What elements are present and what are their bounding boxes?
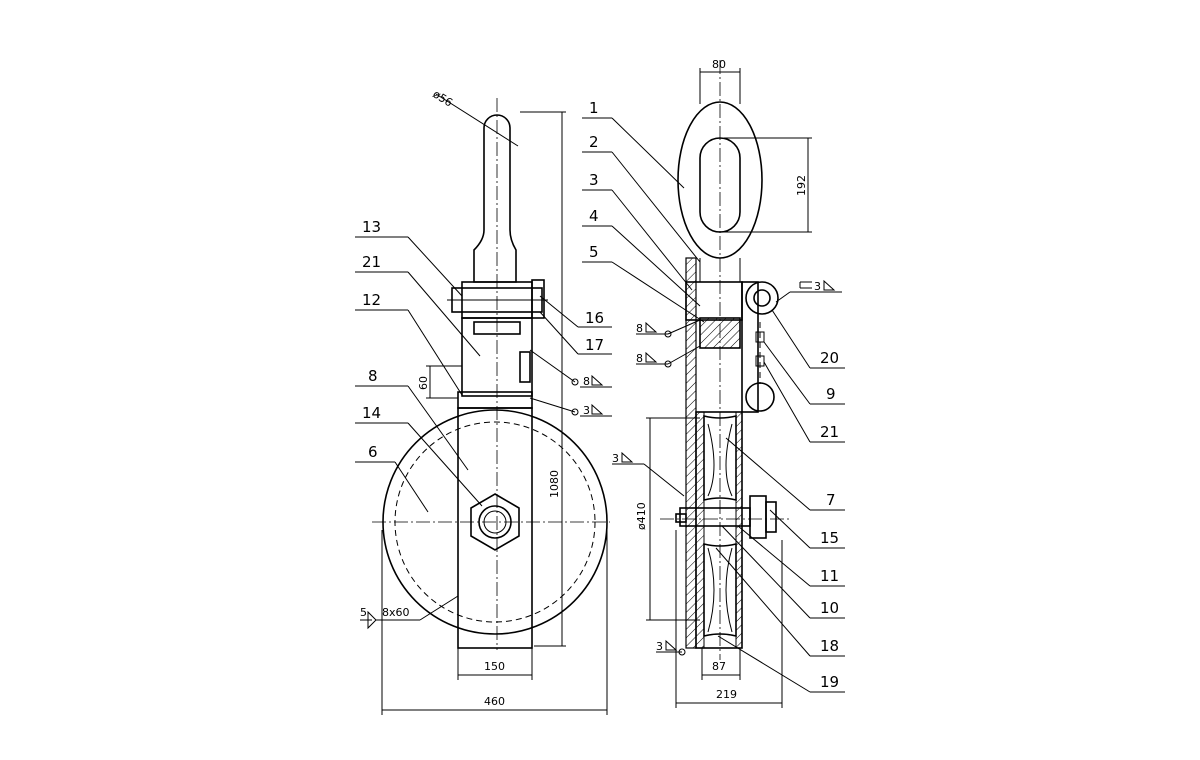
part-10: 10 — [820, 599, 839, 617]
weld-8-a: 8 — [636, 322, 643, 335]
part-19: 19 — [820, 673, 839, 691]
part-11: 11 — [820, 567, 839, 585]
side-view: 80 192 ø410 87 219 3 8 — [582, 58, 845, 708]
part-14: 14 — [362, 404, 381, 422]
dim-192: 192 — [795, 175, 808, 196]
dim-219: 219 — [716, 688, 737, 701]
weld-8x60: 8x60 — [382, 606, 410, 619]
dim-150: 150 — [484, 660, 505, 673]
part-9: 9 — [826, 385, 836, 403]
part-12: 12 — [362, 291, 381, 309]
weld-3-b: 3 — [656, 640, 663, 653]
part-6: 6 — [368, 443, 378, 461]
dim-dia-56: ø56 — [430, 88, 454, 110]
dim-87: 87 — [712, 660, 726, 673]
part-3: 3 — [589, 171, 599, 189]
part-17: 17 — [585, 336, 604, 354]
side-axle — [660, 60, 790, 660]
part-2: 2 — [589, 133, 599, 151]
dim-1080: 1080 — [548, 470, 561, 498]
part-13: 13 — [362, 218, 381, 236]
front-weld-symbols: 8 3 5 8x60 — [360, 349, 612, 630]
front-dimensions: ø56 1080 60 150 460 — [381, 88, 608, 715]
front-callouts-left: 13 21 12 8 14 6 — [355, 218, 483, 513]
part-18: 18 — [820, 637, 839, 655]
weld-8-b: 8 — [636, 352, 643, 365]
part-15: 15 — [820, 529, 839, 547]
side-sheaves — [695, 411, 743, 649]
side-callouts-right: 20 9 21 7 15 11 10 18 19 — [715, 309, 845, 693]
part-16: 16 — [585, 309, 604, 327]
front-view: ø56 1080 60 150 460 8 3 5 8x60 — [355, 88, 612, 715]
front-hook — [435, 93, 519, 650]
part-8: 8 — [368, 367, 378, 385]
front-frame — [457, 317, 533, 649]
weld-5: 5 — [360, 606, 367, 619]
dim-460: 460 — [484, 695, 505, 708]
weld-3-a: 3 — [612, 452, 619, 465]
front-top-bolt — [447, 279, 548, 319]
part-21-front: 21 — [362, 253, 381, 271]
weld-3-front: 3 — [583, 404, 590, 417]
side-dimensions: 80 192 ø410 87 219 — [635, 58, 812, 708]
side-callouts-left: 1 2 3 4 5 — [582, 99, 705, 323]
dim-60: 60 — [417, 376, 430, 390]
part-21-side: 21 — [820, 423, 839, 441]
part-4: 4 — [589, 207, 599, 225]
part-5: 5 — [589, 243, 599, 261]
dim-80: 80 — [712, 58, 726, 71]
weld-8-front: 8 — [583, 375, 590, 388]
part-7: 7 — [826, 491, 836, 509]
dim-dia-410: ø410 — [635, 502, 648, 530]
part-20: 20 — [820, 349, 839, 367]
part-1: 1 — [589, 99, 599, 117]
weld-3-top: 3 — [814, 280, 821, 293]
front-callouts-right: 16 17 — [539, 295, 612, 355]
side-weld-symbols: 3 8 8 3 3 — [612, 279, 842, 656]
front-sheave — [372, 409, 610, 635]
